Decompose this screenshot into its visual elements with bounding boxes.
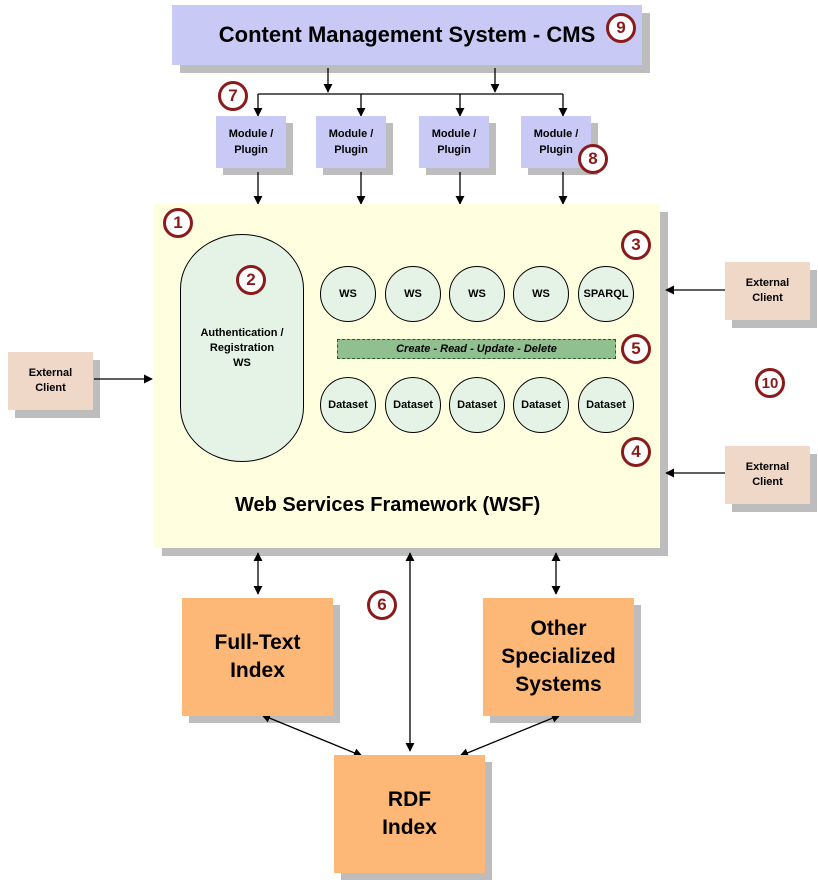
module-label: Module / Plugin (228, 128, 274, 156)
external-client-left: External Client (8, 352, 93, 410)
client-label: External Client (745, 277, 790, 304)
dataset-label: Dataset (521, 399, 561, 411)
callout-1: 1 (163, 208, 193, 238)
dataset-node-1: Dataset (320, 377, 376, 433)
ws-node-4: WS (513, 266, 569, 322)
full-text-index: Full-Text Index (182, 598, 333, 716)
external-client-right-top: External Client (725, 262, 810, 320)
callout-10: 10 (755, 368, 785, 398)
dataset-node-2: Dataset (385, 377, 441, 433)
dataset-label: Dataset (328, 399, 368, 411)
callout-2: 2 (236, 265, 266, 295)
ws-label: WS (404, 288, 422, 300)
dataset-node-3: Dataset (449, 377, 505, 433)
other-systems-label: Other Specialized Systems (501, 617, 616, 696)
callout-3: 3 (621, 230, 651, 260)
dataset-node-4: Dataset (513, 377, 569, 433)
cms-box: Content Management System - CMS (172, 5, 642, 65)
crud-label: Create - Read - Update - Delete (396, 343, 557, 355)
rdf-index: RDF Index (334, 755, 485, 873)
ws-label: WS (339, 288, 357, 300)
sparql-label: SPARQL (583, 288, 629, 300)
module-label: Module / Plugin (431, 128, 477, 156)
dataset-label: Dataset (586, 399, 626, 411)
auth-label: Authentication / Registration WS (200, 326, 284, 369)
callout-9: 9 (606, 13, 636, 43)
ws-label: WS (468, 288, 486, 300)
wsf-title: Web Services Framework (WSF) (235, 494, 541, 516)
ws-node-1: WS (320, 266, 376, 322)
module-label: Module / Plugin (533, 128, 579, 156)
ws-node-2: WS (385, 266, 441, 322)
client-label: External Client (28, 367, 73, 394)
crud-bar: Create - Read - Update - Delete (337, 339, 616, 359)
dataset-label: Dataset (457, 399, 497, 411)
client-label: External Client (745, 461, 790, 488)
callout-7: 7 (218, 81, 248, 111)
other-specialized-systems: Other Specialized Systems (483, 598, 634, 716)
cms-label: Content Management System - CMS (218, 22, 596, 47)
dataset-node-5: Dataset (578, 377, 634, 433)
full-text-index-label: Full-Text Index (214, 631, 301, 682)
callout-5: 5 (621, 334, 651, 364)
module-label: Module / Plugin (328, 128, 374, 156)
sparql-node: SPARQL (578, 266, 634, 322)
ws-node-3: WS (449, 266, 505, 322)
callout-6: 6 (367, 590, 397, 620)
module-plugin-1: Module / Plugin (216, 116, 286, 168)
ws-label: WS (532, 288, 550, 300)
module-plugin-2: Module / Plugin (316, 116, 386, 168)
dataset-label: Dataset (393, 399, 433, 411)
external-client-right-bottom: External Client (725, 446, 810, 504)
rdf-index-label: RDF Index (382, 788, 437, 839)
callout-8: 8 (578, 144, 608, 174)
module-plugin-3: Module / Plugin (419, 116, 489, 168)
callout-4: 4 (621, 437, 651, 467)
